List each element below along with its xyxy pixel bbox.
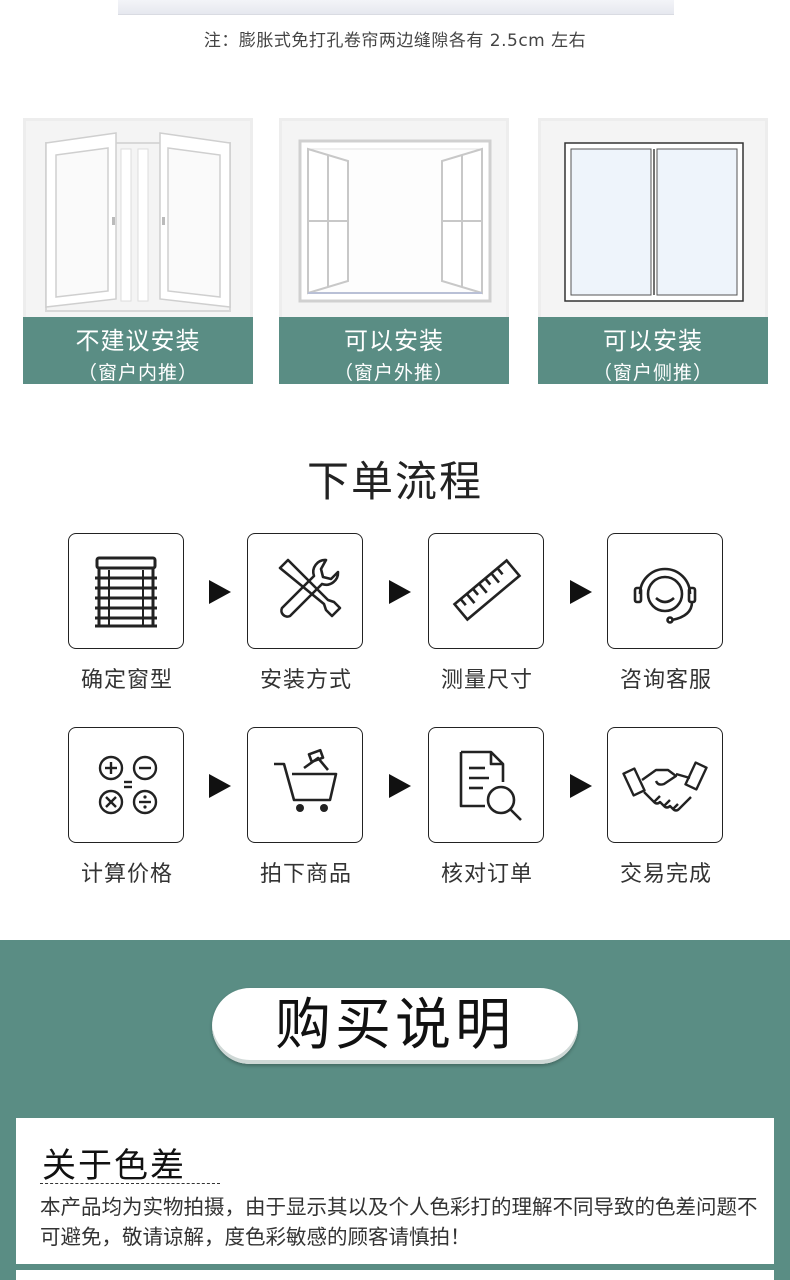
step-box-verify	[428, 727, 544, 843]
inward-window-icon	[45, 132, 231, 312]
next-arrow	[389, 580, 411, 604]
next-arrow	[209, 774, 231, 798]
window-card-sub: （窗户内推）	[77, 362, 198, 384]
window-card-inward: 不建议安装 （窗户内推）	[23, 118, 253, 384]
window-card-title: 不建议安装	[75, 327, 201, 355]
tools-icon	[278, 558, 342, 618]
next-arrow	[209, 580, 231, 604]
color-difference-text: 本产品均为实物拍摄，由于显示其以及个人色彩打的理解不同导致的色差问题不可避免，敬…	[40, 1195, 758, 1249]
step-label: 计算价格	[80, 862, 173, 887]
handshake-icon	[622, 761, 708, 812]
window-card-title: 可以安装	[603, 327, 703, 355]
purchase-title: 购买说明	[275, 993, 515, 1058]
document-search-icon	[459, 750, 522, 821]
window-card-label: 不建议安装 （窗户内推）	[23, 317, 253, 384]
sliding-window-icon	[564, 142, 744, 302]
gap-note: 注：膨胀式免打孔卷帘两边缝隙各有 2.5cm 左右	[203, 31, 587, 51]
color-difference-panel	[16, 1118, 774, 1264]
window-card-sliding: 可以安装 （窗户侧推）	[538, 118, 768, 384]
step-box-checkout	[247, 727, 363, 843]
step-box-complete	[607, 727, 723, 843]
step-box-install	[247, 533, 363, 649]
ruler-icon	[452, 558, 522, 622]
window-card-label: 可以安装 （窗户外推）	[279, 317, 509, 384]
window-card-outward: 可以安装 （窗户外推）	[279, 118, 509, 384]
blinds-icon	[95, 556, 157, 628]
next-arrow	[570, 774, 592, 798]
window-card-sub: （窗户侧推）	[592, 362, 713, 384]
window-card-label: 可以安装 （窗户侧推）	[538, 317, 768, 384]
next-panel-edge	[16, 1270, 774, 1280]
next-arrow	[389, 774, 411, 798]
headset-icon	[633, 567, 697, 624]
order-process-title: 下单流程	[306, 457, 483, 506]
step-box-price	[68, 727, 184, 843]
step-box-window-type	[68, 533, 184, 649]
step-label: 咨询客服	[619, 668, 712, 693]
step-label: 测量尺寸	[440, 668, 533, 693]
cart-icon	[274, 748, 338, 812]
purchase-title-pill	[212, 988, 578, 1064]
calculator-icon	[98, 755, 158, 815]
next-arrow	[570, 580, 592, 604]
step-label: 安装方式	[259, 668, 352, 693]
step-label: 拍下商品	[259, 862, 352, 887]
step-label: 确定窗型	[80, 668, 173, 693]
window-card-title: 可以安装	[344, 327, 444, 355]
outward-window-icon	[298, 139, 492, 303]
window-card-sub: （窗户外推）	[333, 362, 454, 384]
step-box-measure	[428, 533, 544, 649]
color-difference-title: 关于色差	[42, 1146, 186, 1186]
product-image-bottom-edge	[118, 0, 674, 15]
title-dashed-rule	[40, 1183, 220, 1184]
step-label: 交易完成	[619, 862, 712, 887]
step-label: 核对订单	[440, 862, 533, 887]
step-box-support	[607, 533, 723, 649]
